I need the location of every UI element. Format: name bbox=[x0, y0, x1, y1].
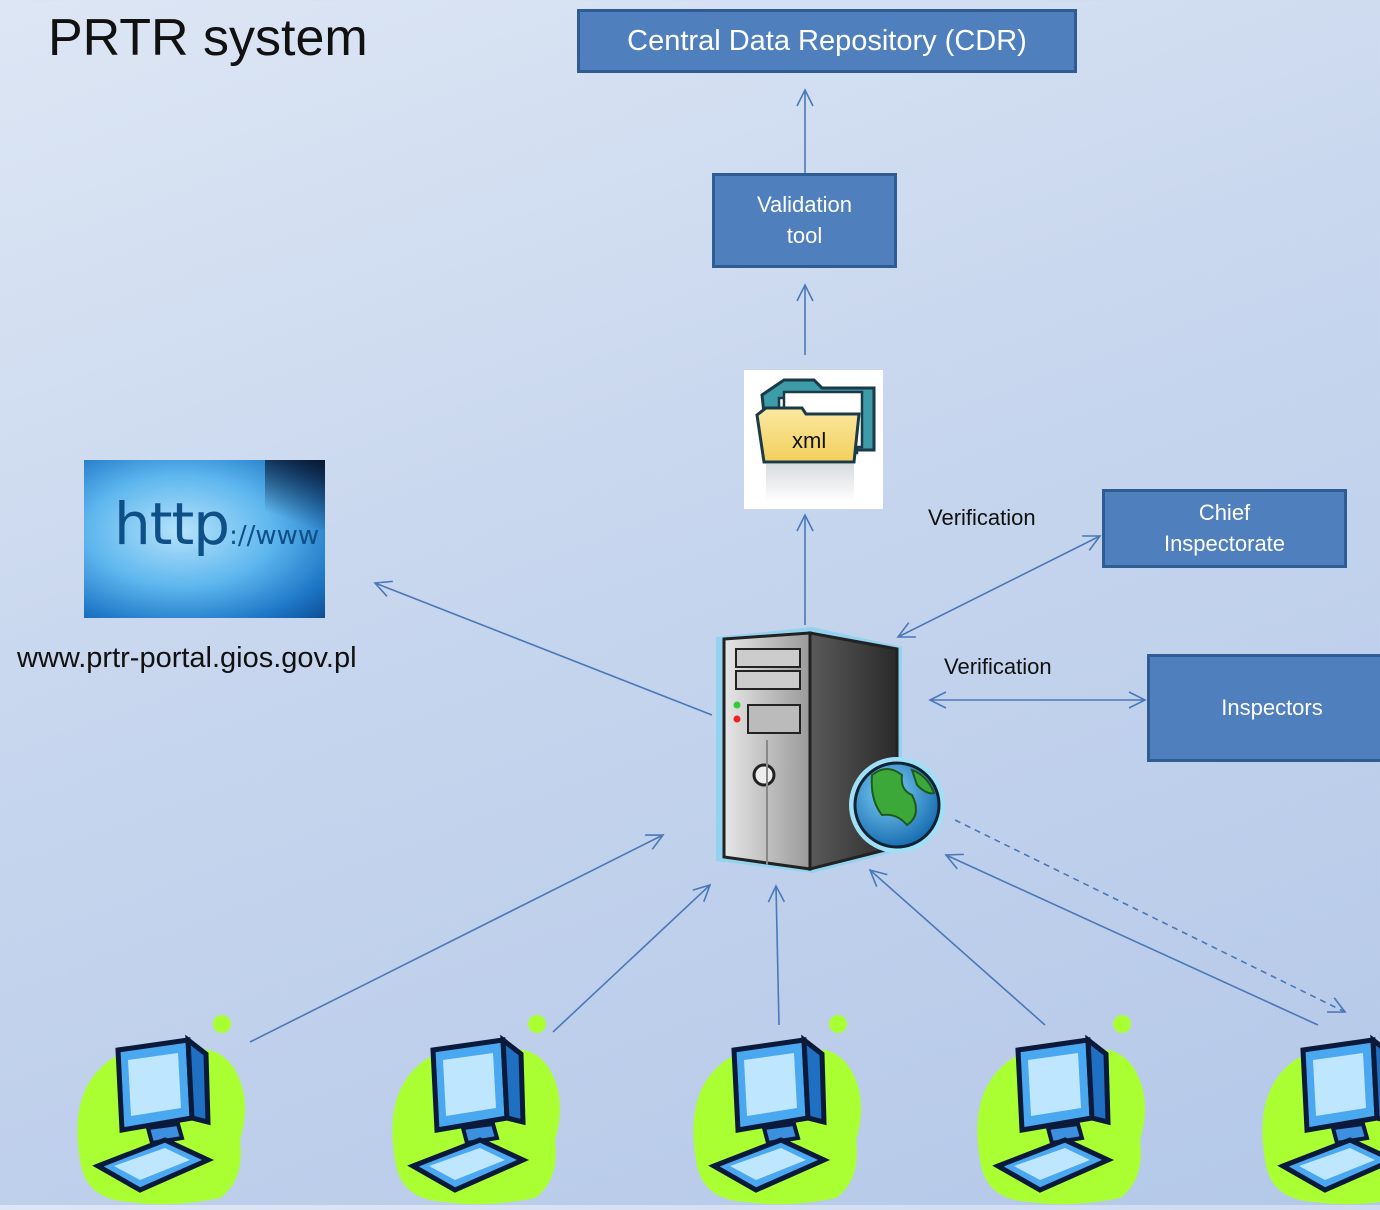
dashed-server-to-client5 bbox=[954, 819, 1347, 1013]
client-computer-icon bbox=[70, 1010, 255, 1205]
verification-label-inspectors: Verification bbox=[944, 654, 1052, 679]
arrow-client5-to-server bbox=[944, 853, 1319, 1026]
xml-label: xml bbox=[792, 428, 826, 453]
arrow-server-chief bbox=[896, 535, 1102, 638]
client-computer-icon bbox=[686, 1010, 871, 1205]
cdr-box: Central Data Repository (CDR) bbox=[577, 9, 1077, 73]
arrow-server-to-portal bbox=[373, 580, 713, 716]
page-title: PRTR system bbox=[48, 9, 368, 67]
arrow-client4-to-server bbox=[868, 868, 1046, 1026]
http-text: http://www bbox=[114, 490, 320, 558]
inspectors-box: Inspectors bbox=[1147, 654, 1380, 762]
verification-label-chief: Verification bbox=[928, 505, 1036, 530]
client-computer-icon bbox=[385, 1010, 570, 1205]
server-globe-icon bbox=[712, 625, 952, 875]
xml-folder-icon: xml bbox=[744, 370, 883, 509]
client-computer-icon bbox=[1255, 1010, 1380, 1205]
client-computer-icon bbox=[970, 1010, 1155, 1205]
arrow-client3-to-server bbox=[767, 884, 786, 1026]
http-banner-image: http://www bbox=[84, 460, 325, 618]
portal-url: www.prtr-portal.gios.gov.pl bbox=[17, 642, 357, 674]
